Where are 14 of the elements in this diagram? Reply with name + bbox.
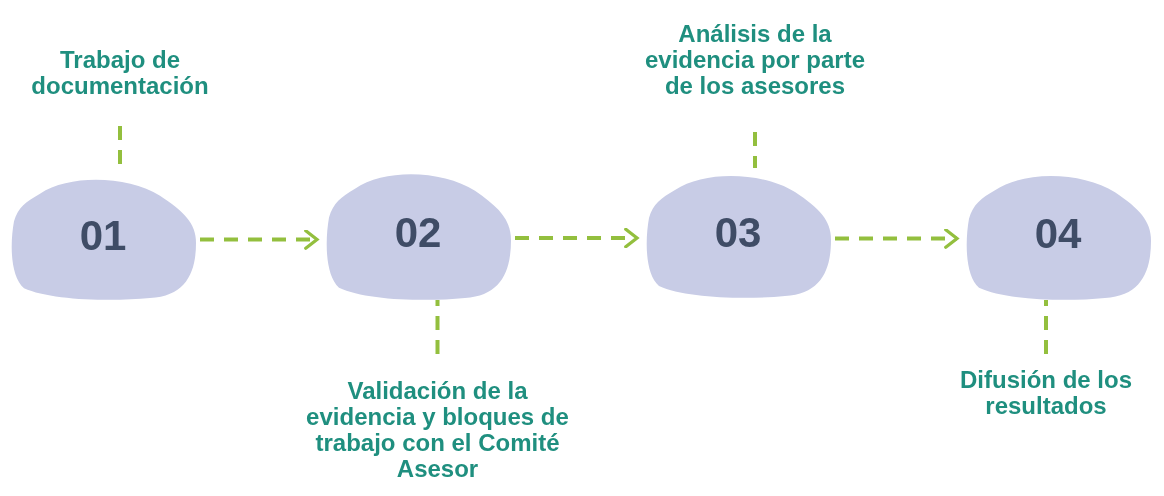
step-number: 03 xyxy=(714,209,762,257)
step-label: Difusión de los resultados xyxy=(932,366,1160,420)
arrow xyxy=(515,227,639,249)
leader-line xyxy=(753,132,757,168)
leader-line xyxy=(1044,300,1048,354)
step-number: 02 xyxy=(394,209,442,257)
arrow xyxy=(200,229,319,250)
step-number: 04 xyxy=(1034,210,1082,258)
step-label: Análisis de la evidencia por parte de los asesores xyxy=(640,6,870,114)
step-label: Validación de la evidencia y bloques de trabajo con el Comité Asesor xyxy=(295,366,580,494)
step-number: 01 xyxy=(79,212,127,260)
arrow xyxy=(835,228,959,249)
step-label: Trabajo de documentación xyxy=(30,38,210,108)
leader-line xyxy=(435,300,440,354)
